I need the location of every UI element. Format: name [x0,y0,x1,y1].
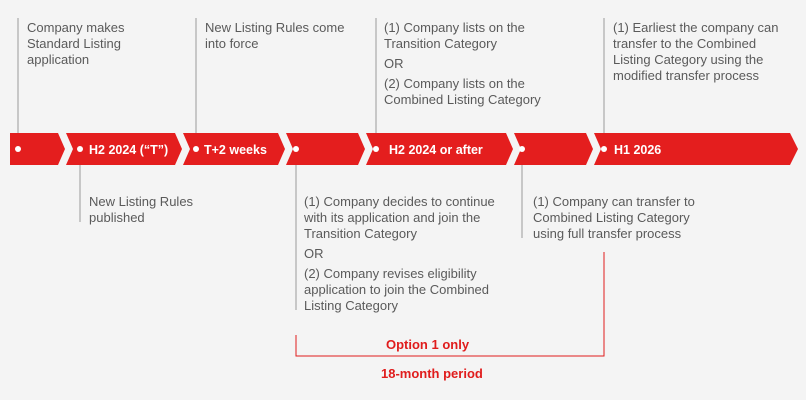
dot-6 [519,146,525,152]
segment-2 [183,133,285,165]
note-rules-published: New Listing Rules published [89,194,219,226]
segment-label-t-plus-2-weeks: T+2 weeks [204,143,267,157]
note-text: (1) Company lists on the Transition Cate… [384,20,525,51]
note-earliest-transfer: (1) Earliest the company can transfer to… [613,20,783,84]
timeline-dots [15,146,607,152]
segment-5 [514,133,593,165]
dot-2 [77,146,83,152]
segment-label-h2-2024-or-after: H2 2024 or after [389,143,483,157]
note-company-decides: (1) Company decides to continue with its… [304,194,514,314]
label-option-1-only: Option 1 only [386,337,470,352]
segment-label-h1-2026: H1 2026 [614,143,662,157]
note-standard-listing-application: Company makes Standard Listing applicati… [27,20,162,68]
note-text: (2) Company revises eligibility applicat… [304,266,490,313]
note-text: (1) Earliest the company can transfer to… [613,20,779,83]
dot-3 [193,146,199,152]
option-bracket [295,252,605,357]
note-company-lists: (1) Company lists on the Transition Cate… [384,20,564,108]
note-or: OR [304,246,324,261]
segment-1 [66,133,182,165]
note-text: (2) Company lists on the Combined Listin… [384,76,541,107]
dot-5 [373,146,379,152]
dot-7 [601,146,607,152]
arrow-segments [10,133,798,165]
segment-label-h2-2024-t: H2 2024 (“T”) [89,143,169,157]
note-full-transfer: (1) Company can transfer to Combined Lis… [533,194,713,242]
dot-1 [15,146,21,152]
note-rules-come-into-force: New Listing Rules come into force [205,20,355,52]
segment-6 [594,133,798,165]
note-text: (1) Company can transfer to Combined Lis… [533,194,695,241]
note-text: New Listing Rules published [89,194,194,225]
note-text: (1) Company decides to continue with its… [304,194,495,241]
note-text: New Listing Rules come into force [205,20,345,51]
label-18-month-period: 18-month period [381,366,483,381]
note-or: OR [384,56,404,71]
segment-3 [286,133,365,165]
dot-4 [293,146,299,152]
segment-4 [366,133,513,165]
note-text: Company makes Standard Listing applicati… [27,20,125,67]
segment-0 [10,133,65,165]
